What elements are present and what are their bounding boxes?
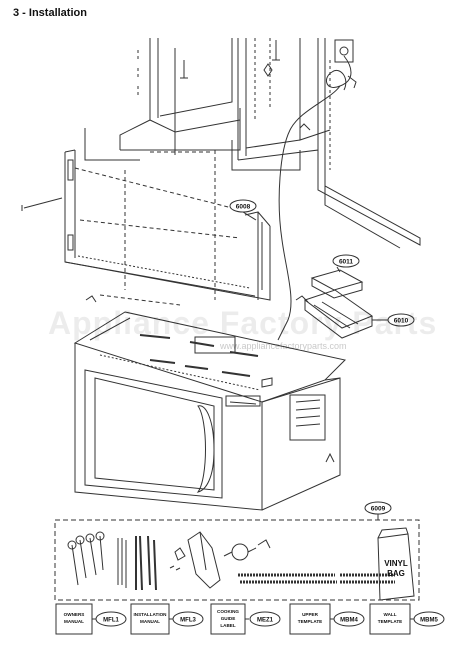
watermark-url: www.appliancefactoryparts.com bbox=[220, 341, 347, 351]
doc-owners-manual-line2: MANUAL bbox=[64, 619, 84, 624]
doc-code-mbm5: MBM5 bbox=[420, 618, 438, 624]
doc-cooking-guide-line1: COOKING bbox=[217, 609, 239, 614]
doc-code-mbm4: MBM4 bbox=[340, 618, 358, 624]
doc-cooking-guide-line3: LABEL bbox=[220, 623, 236, 628]
doc-upper-template-line2: TEMPLATE bbox=[298, 619, 322, 624]
vinyl-bag-label-line1: VINYL bbox=[384, 559, 408, 568]
callout-6008: 6008 bbox=[236, 204, 251, 211]
callout-leaders bbox=[242, 211, 388, 520]
page-title: 3 - Installation bbox=[13, 7, 87, 19]
doc-upper-template-line1: UPPER bbox=[302, 612, 319, 617]
document-boxes bbox=[55, 603, 445, 635]
doc-code-mfl3: MFL3 bbox=[180, 618, 196, 624]
doc-wall-template-line2: TEMPLATE bbox=[378, 619, 402, 624]
callout-6010: 6010 bbox=[394, 318, 409, 325]
callout-ovals bbox=[229, 199, 415, 515]
vinyl-bag-label-line2: BAG bbox=[387, 569, 405, 578]
doc-code-mfl1: MFL1 bbox=[103, 618, 119, 624]
watermark-brand: Appliance Factory Parts bbox=[48, 305, 438, 341]
doc-code-mez1: MEZ1 bbox=[257, 618, 274, 624]
doc-installation-manual-line2: MANUAL bbox=[140, 619, 160, 624]
outlet-and-power-cord bbox=[277, 39, 357, 341]
accessory-kit-box bbox=[54, 519, 420, 601]
upper-cabinets bbox=[84, 38, 421, 249]
exhaust-parts bbox=[295, 269, 374, 339]
doc-cooking-guide-line2: GUIDE bbox=[221, 616, 236, 621]
doc-owners-manual-line1: OWNERS bbox=[64, 612, 85, 617]
callout-6011: 6011 bbox=[339, 259, 353, 266]
mounting-plate-frame bbox=[21, 149, 271, 306]
doc-installation-manual-line1: INSTALLATION bbox=[133, 612, 167, 617]
doc-wall-template-line1: WALL bbox=[383, 612, 396, 617]
callout-6009: 6009 bbox=[371, 506, 386, 513]
microwave-oven bbox=[73, 311, 347, 511]
